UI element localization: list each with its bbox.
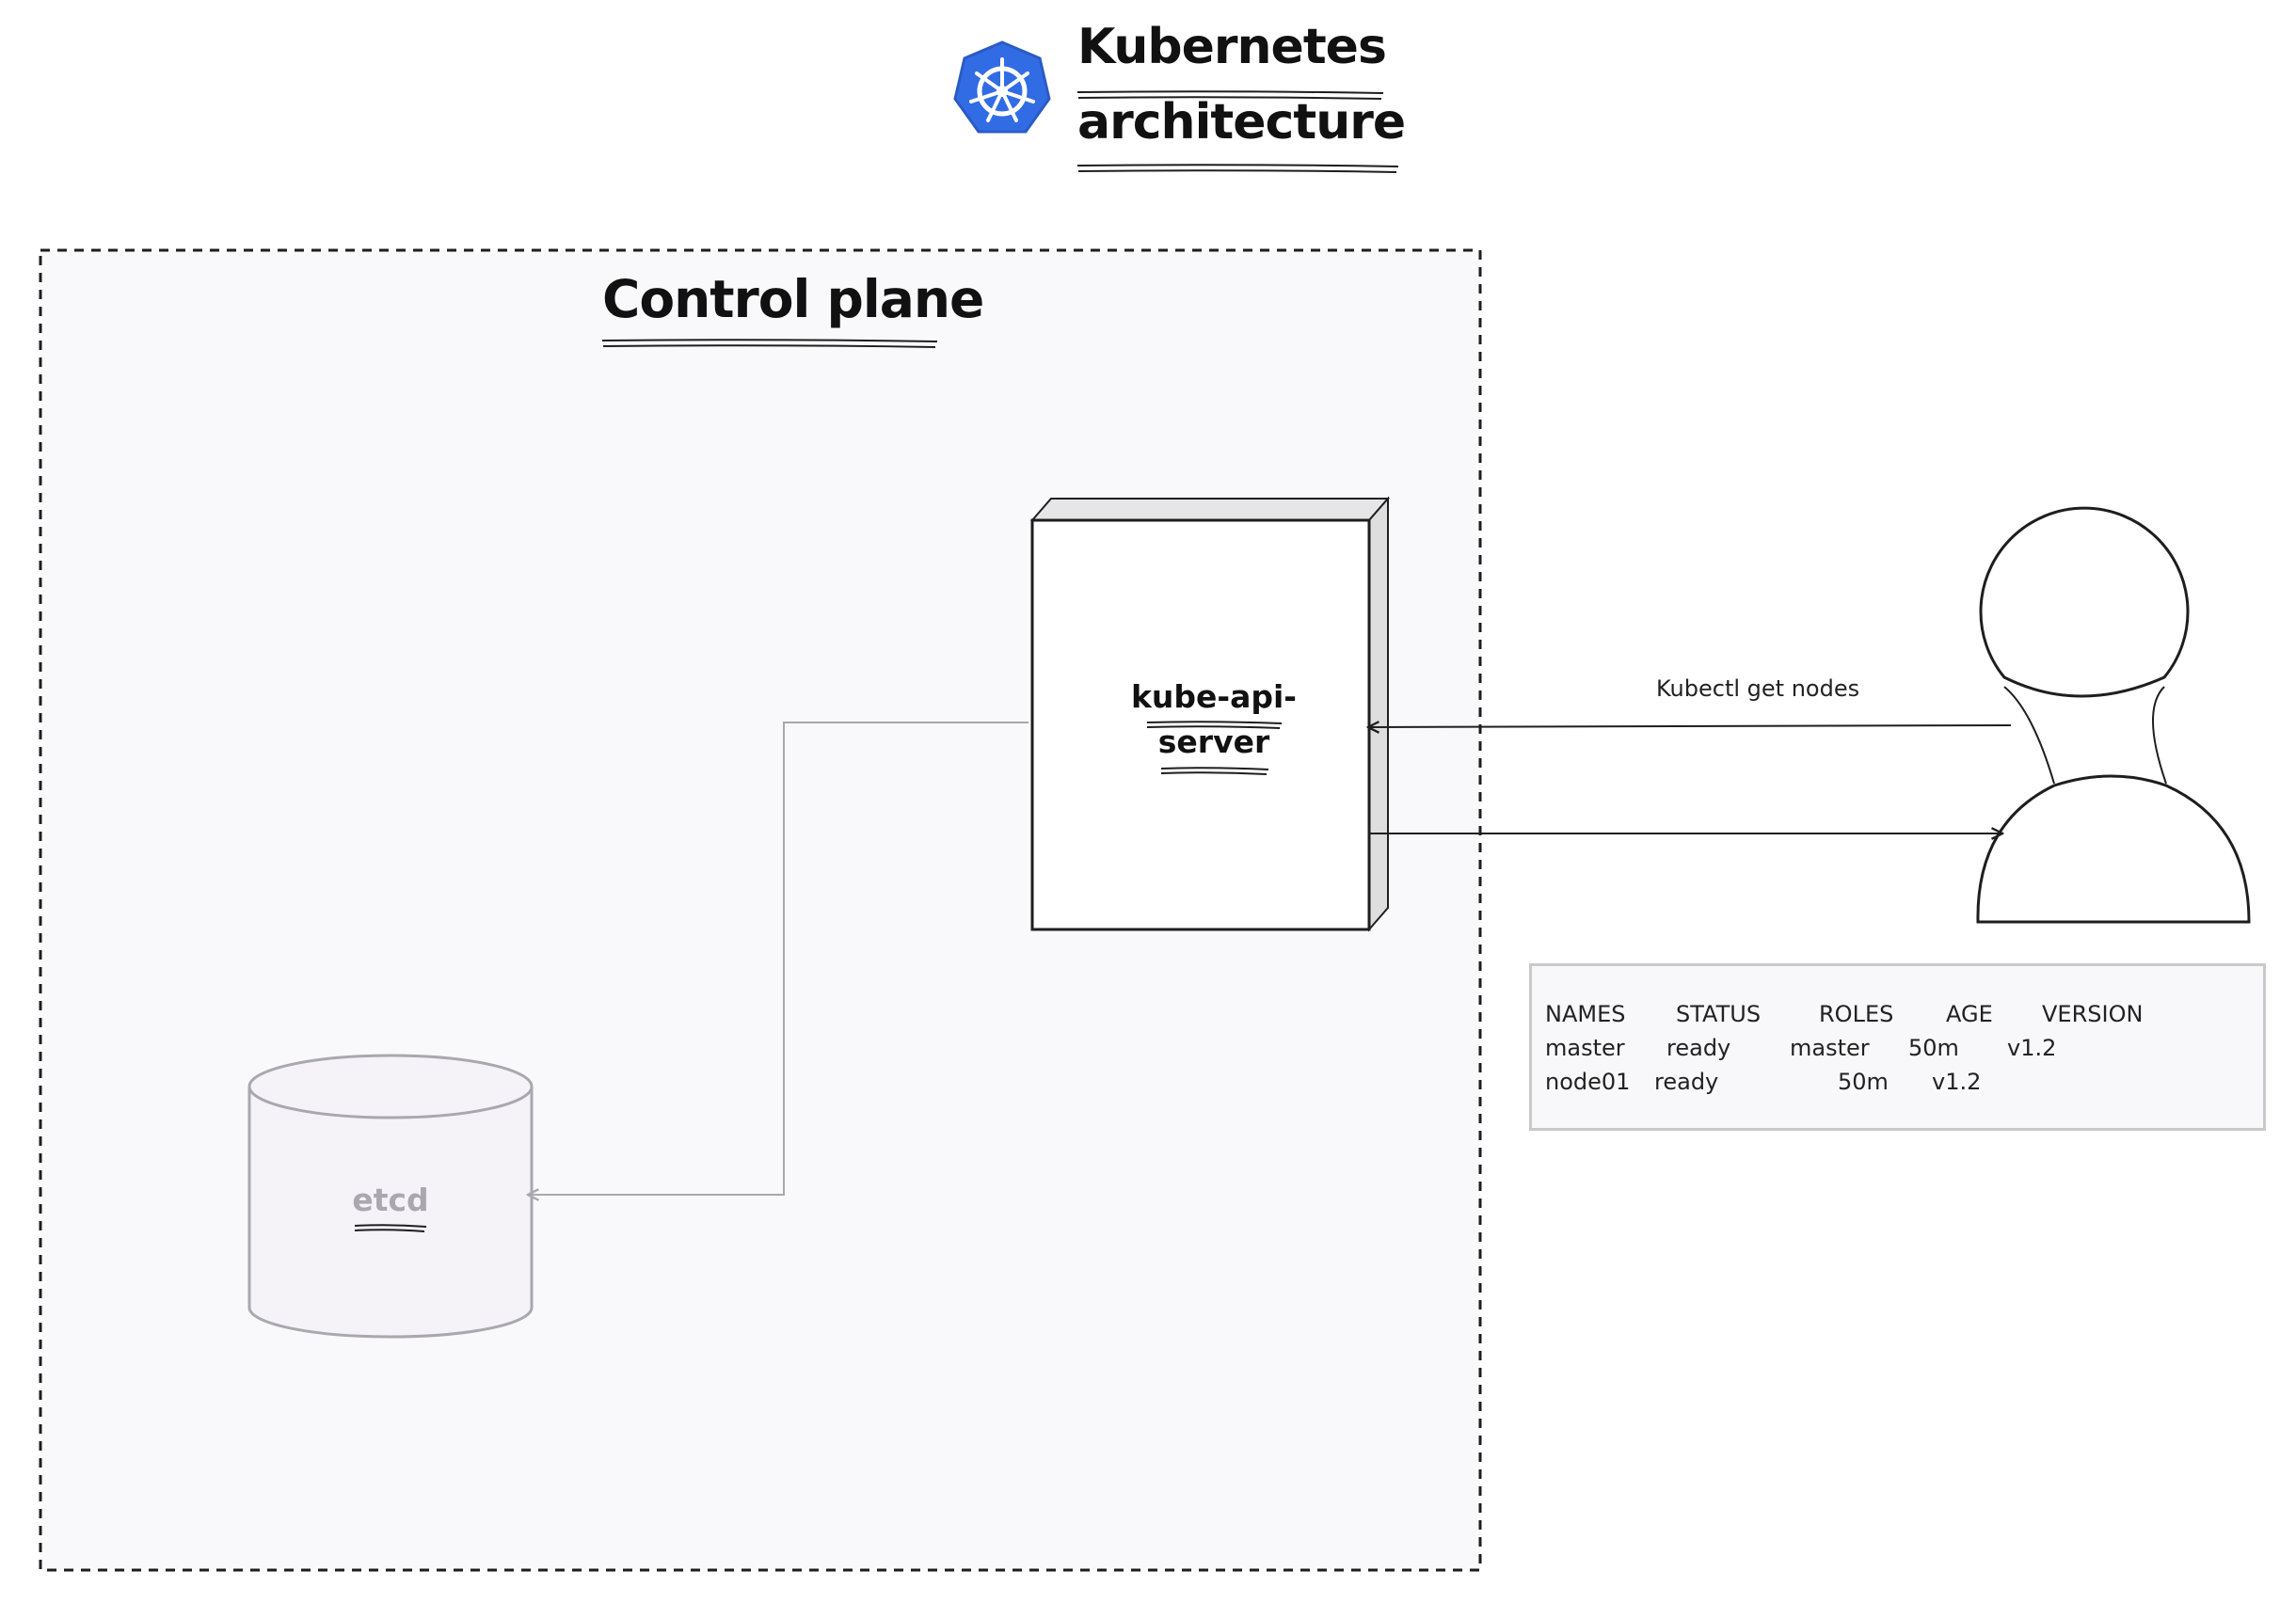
- cell-status: ready: [1666, 1035, 1731, 1061]
- kubectl-command-label: Kubectl get nodes: [1656, 675, 1860, 702]
- kubectl-output-table: NAMES STATUS ROLES AGE VERSION master re…: [1529, 963, 2266, 1131]
- control-plane-title-underline: [601, 339, 938, 348]
- api-server-label-underline: [1146, 721, 1283, 775]
- header-version: VERSION: [2042, 1001, 2144, 1027]
- header-status: STATUS: [1676, 1001, 1762, 1027]
- kubernetes-logo-icon: [953, 40, 1051, 134]
- cell-name: master: [1545, 1035, 1625, 1061]
- cell-version: v1.2: [2007, 1035, 2057, 1061]
- cell-name: node01: [1545, 1069, 1631, 1095]
- cell-status: ready: [1654, 1069, 1719, 1095]
- api-server-label-line2: server: [1157, 723, 1270, 760]
- control-plane-label: Control plane: [602, 269, 984, 329]
- api-to-etcd-connector[interactable]: [529, 722, 1028, 1195]
- api-server-label-line1: kube-api-: [1130, 678, 1298, 715]
- title-underline: [1076, 90, 1399, 173]
- etcd-database[interactable]: [247, 1054, 534, 1339]
- header-roles: ROLES: [1819, 1001, 1894, 1027]
- page-title-line1: Kubernetes: [1077, 19, 1387, 75]
- header-age: AGE: [1946, 1001, 1993, 1027]
- header-names: NAMES: [1545, 1001, 1626, 1027]
- etcd-label-underline: [354, 1224, 427, 1232]
- cell-role: master: [1790, 1035, 1870, 1061]
- kubectl-request-arrow[interactable]: [1369, 725, 2012, 727]
- kube-api-server-node[interactable]: [1029, 496, 1391, 932]
- cell-version: v1.2: [1932, 1069, 1982, 1095]
- etcd-label: etcd: [352, 1182, 429, 1218]
- cell-age: 50m: [1838, 1069, 1889, 1095]
- page-title-line2: architecture: [1077, 94, 1406, 151]
- cell-age: 50m: [1908, 1035, 1959, 1061]
- user-icon: [1976, 506, 2251, 924]
